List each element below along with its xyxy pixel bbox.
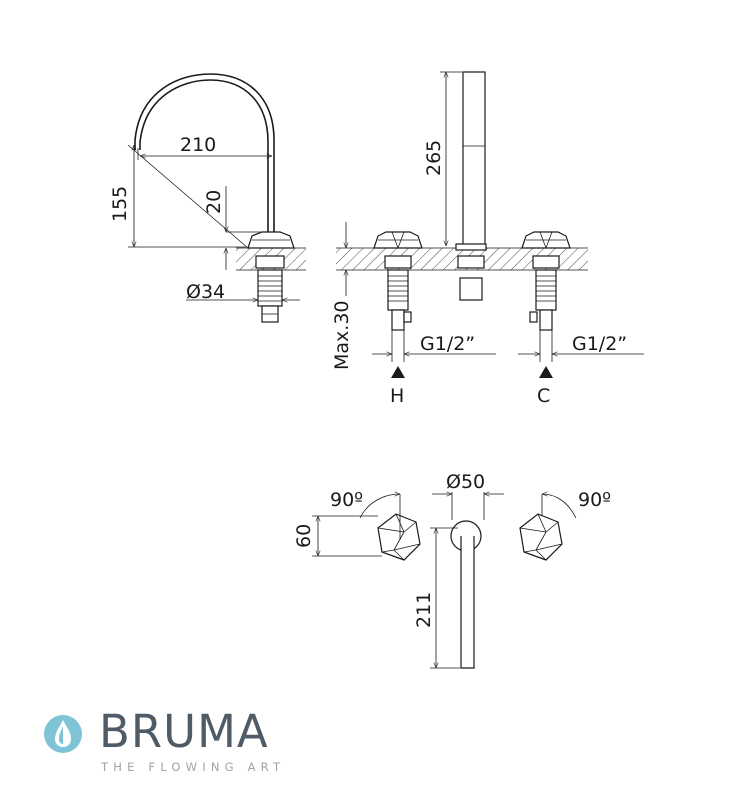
dim-spout-reach: 210 xyxy=(180,134,216,156)
dim-spout-diameter: Ø50 xyxy=(446,471,485,493)
dim-knob-rotation-right: 90º xyxy=(578,489,611,511)
handshower-holder xyxy=(455,71,487,301)
spout-side-view: 210 155 20 Ø34 xyxy=(109,73,306,323)
dim-spout-base-height: 20 xyxy=(203,190,225,214)
dim-knob-size: 60 xyxy=(293,524,315,548)
right-knob-top xyxy=(519,513,563,561)
brand-tagline: THE FLOWING ART xyxy=(101,760,286,774)
brand-name: BRUMA xyxy=(99,705,269,758)
dim-max-deck-thickness: Max.30 xyxy=(331,301,353,371)
dim-handshower-height: 265 xyxy=(423,140,445,176)
cold-inlet-arrow xyxy=(539,366,553,378)
dim-inlet-thread-hot: G1/2” xyxy=(420,333,475,355)
dim-inlet-thread-cold: G1/2” xyxy=(572,333,627,355)
cold-valve xyxy=(521,231,571,331)
deck-section-view: Max.30 265 xyxy=(331,71,644,407)
dim-spout-length-top: 211 xyxy=(413,592,435,628)
water-drop-icon xyxy=(44,715,82,753)
gooseneck-spout xyxy=(134,73,275,232)
dim-knob-rotation-left: 90º xyxy=(330,489,363,511)
spout-top-view xyxy=(450,520,482,669)
top-view: 90º 60 Ø50 211 xyxy=(293,471,611,669)
dim-base-diameter: Ø34 xyxy=(186,281,225,303)
cold-inlet-label: C xyxy=(537,385,550,407)
dim-spout-height: 155 xyxy=(109,186,131,222)
hot-inlet-arrow xyxy=(391,366,405,378)
left-knob-top xyxy=(377,513,421,561)
hot-inlet-label: H xyxy=(390,385,404,407)
hot-valve xyxy=(373,231,423,331)
